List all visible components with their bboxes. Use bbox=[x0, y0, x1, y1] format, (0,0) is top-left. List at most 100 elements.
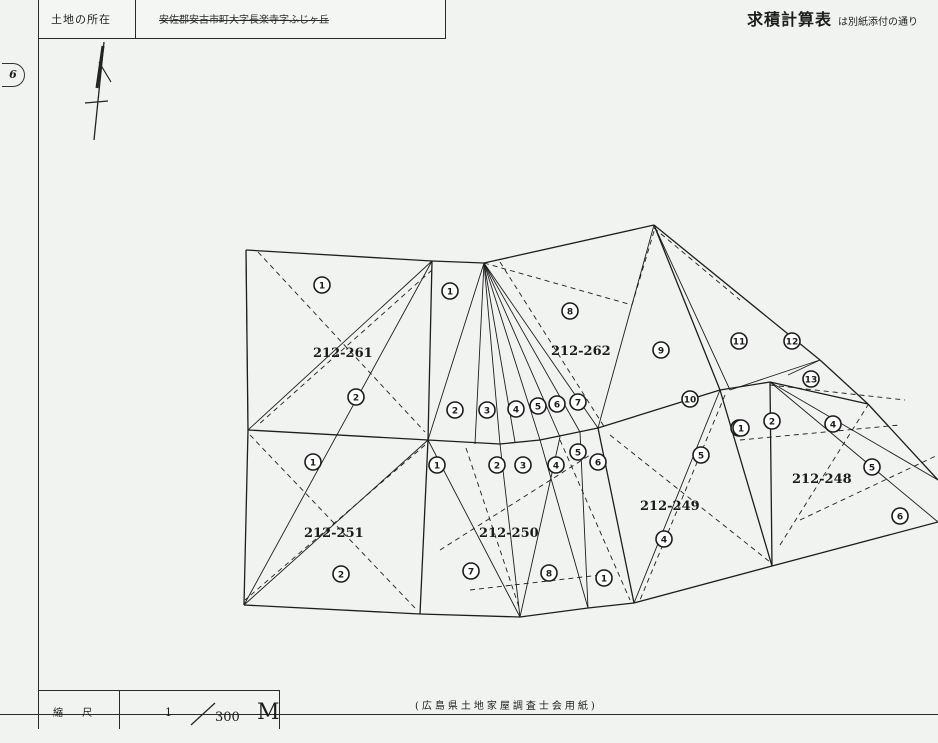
triangle-number-212-248-6: 6 bbox=[891, 507, 909, 525]
triangulation-dash bbox=[769, 384, 906, 401]
triangulation-line bbox=[769, 381, 938, 481]
boundary-line bbox=[867, 403, 938, 481]
triangulation-dash bbox=[631, 227, 656, 306]
triangle-number-212-262-3: 3 bbox=[478, 401, 496, 419]
triangulation-line bbox=[653, 224, 731, 391]
triangulation-dash bbox=[439, 454, 591, 551]
triangle-number-circle bbox=[692, 446, 710, 464]
triangle-number-circle bbox=[507, 400, 525, 418]
triangle-number-212-262-4: 4 bbox=[507, 400, 525, 418]
triangulation-line bbox=[579, 431, 589, 609]
boundary-line bbox=[633, 565, 773, 604]
triangle-number-text: 3 bbox=[520, 461, 526, 471]
triangulation-dash bbox=[249, 434, 416, 609]
triangle-number-circle bbox=[547, 456, 565, 474]
triangle-number-circle bbox=[655, 530, 673, 548]
triangulation-dash bbox=[257, 251, 426, 433]
boundary-line bbox=[419, 439, 429, 615]
triangulation-dash bbox=[257, 269, 433, 426]
boundary-line bbox=[719, 389, 773, 567]
boundary-line bbox=[483, 224, 655, 264]
scale-numerator: 1 bbox=[165, 706, 172, 719]
triangle-number-212-262-6: 6 bbox=[548, 395, 566, 413]
triangulation-dash bbox=[244, 444, 426, 601]
triangle-number-circle bbox=[569, 443, 587, 461]
triangle-number-212-251-2: 2 bbox=[332, 565, 350, 583]
scale-label: 縮 尺 bbox=[53, 708, 101, 719]
triangle-number-212-249-5: 5 bbox=[692, 446, 710, 464]
triangle-number-text: 2 bbox=[769, 417, 775, 427]
triangle-number-text: 7 bbox=[468, 567, 474, 577]
boundary-line bbox=[819, 359, 869, 405]
triangulation-line bbox=[243, 439, 429, 606]
triangle-number-text: 8 bbox=[567, 307, 573, 317]
triangle-number-212-250-3: 3 bbox=[514, 456, 532, 474]
triangle-number-text: 2 bbox=[494, 461, 500, 471]
triangle-number-circle bbox=[548, 395, 566, 413]
triangle-number-212-262-5: 5 bbox=[529, 397, 547, 415]
triangle-number-text: 13 bbox=[805, 375, 818, 385]
triangle-number-text: 4 bbox=[830, 420, 836, 430]
triangle-number-212-262-10: 10 bbox=[681, 390, 699, 408]
triangle-number-212-262-2: 2 bbox=[446, 401, 464, 419]
scale-divider bbox=[119, 691, 120, 729]
boundary-line bbox=[243, 429, 249, 606]
triangle-number-circle bbox=[783, 332, 801, 350]
parcel-label-212-251: 212-251 bbox=[304, 526, 364, 541]
triangulation-dash bbox=[639, 394, 726, 601]
triangulation-dash bbox=[559, 439, 631, 601]
triangle-number-circle bbox=[589, 453, 607, 471]
boundary-line bbox=[427, 439, 501, 445]
triangle-number-212-251-1: 1 bbox=[304, 453, 322, 471]
triangle-number-circle bbox=[569, 393, 587, 411]
north-arrow-icon bbox=[84, 41, 112, 141]
triangle-number-text: 9 bbox=[658, 346, 664, 356]
footer-rule bbox=[0, 714, 938, 715]
boundary-line bbox=[769, 381, 773, 567]
parcel-label-212-250: 212-250 bbox=[479, 526, 539, 541]
boundary-line bbox=[245, 249, 433, 262]
boundary-line bbox=[247, 429, 429, 441]
triangle-number-text: 1 bbox=[447, 287, 453, 297]
triangulation-line bbox=[474, 262, 485, 445]
triangulation-line bbox=[769, 381, 938, 523]
triangle-number-212-250-7: 7 bbox=[462, 562, 480, 580]
triangle-number-text: 4 bbox=[513, 405, 519, 415]
triangle-number-circle bbox=[347, 388, 365, 406]
triangulation-dash bbox=[799, 454, 938, 521]
triangle-number-text: 2 bbox=[452, 406, 458, 416]
triangle-number-circle bbox=[891, 507, 909, 525]
triangle-number-text: 3 bbox=[484, 406, 490, 416]
triangle-number-212-262-9: 9 bbox=[652, 341, 670, 359]
location-value: 安佐郡安古市町大字長楽寺字ふじヶ丘 bbox=[159, 15, 329, 26]
triangle-number-text: 5 bbox=[869, 463, 875, 473]
boundary-line bbox=[243, 604, 421, 615]
triangle-number-text: 1 bbox=[601, 574, 607, 584]
scale-unit: M bbox=[257, 700, 280, 725]
triangulation-lines bbox=[243, 224, 938, 618]
triangle-number-212-250-8: 8 bbox=[540, 564, 558, 582]
triangle-number-circle bbox=[304, 453, 322, 471]
triangle-number-212-250-6: 6 bbox=[589, 453, 607, 471]
triangle-number-circle bbox=[529, 397, 547, 415]
triangle-number-circle bbox=[681, 390, 699, 408]
triangle-number-text: 1 bbox=[310, 458, 316, 468]
triangle-number-212-262-1: 1 bbox=[441, 282, 459, 300]
boundary-line bbox=[771, 521, 938, 567]
triangle-number-circle bbox=[763, 412, 781, 430]
boundary-line bbox=[539, 427, 599, 441]
boundary-line bbox=[597, 389, 721, 429]
area-calculation-title: 求積計算表 bbox=[746, 10, 832, 29]
boundary-line bbox=[769, 381, 869, 405]
triangulation-line bbox=[243, 260, 433, 606]
location-header: 土地の所在 安佐郡安古市町大字長楽寺字ふじヶ丘 bbox=[38, 0, 446, 39]
triangulation-dash bbox=[469, 574, 601, 591]
triangulation-line bbox=[787, 359, 821, 376]
triangulation-line bbox=[633, 389, 721, 604]
triangle-number-circle bbox=[332, 565, 350, 583]
triangle-number-text: 1 bbox=[319, 281, 325, 291]
triangle-number-212-250-2: 2 bbox=[488, 456, 506, 474]
triangle-number-circle bbox=[514, 456, 532, 474]
